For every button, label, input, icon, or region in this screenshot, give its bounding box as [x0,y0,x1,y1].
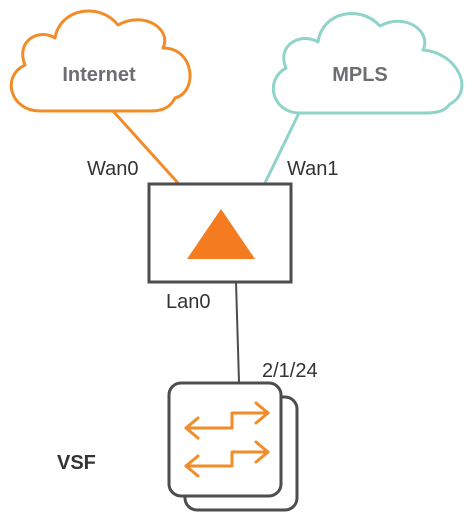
internet-cloud: Internet [9,9,192,113]
mpls-cloud-shape [271,11,464,115]
vsf-front-box [167,381,283,498]
gateway-node [147,182,293,284]
vsf-label: VSF [57,452,96,474]
mpls-cloud: MPLS [271,11,464,115]
mpls-label: MPLS [332,64,388,86]
vsf-switch-stack [167,381,299,512]
internet-label: Internet [62,64,136,86]
wan1-label: Wan1 [287,158,339,180]
internet-cloud-shape [9,9,192,113]
wan1-link [263,112,301,184]
triangle-icon [187,209,255,259]
uplink-port-label: 2/1/24 [262,360,318,382]
switch-arrows-icon [184,401,270,478]
lan0-link [235,281,240,383]
wan0-link [111,109,180,185]
lan0-label: Lan0 [166,291,211,313]
wan0-label: Wan0 [87,158,139,180]
